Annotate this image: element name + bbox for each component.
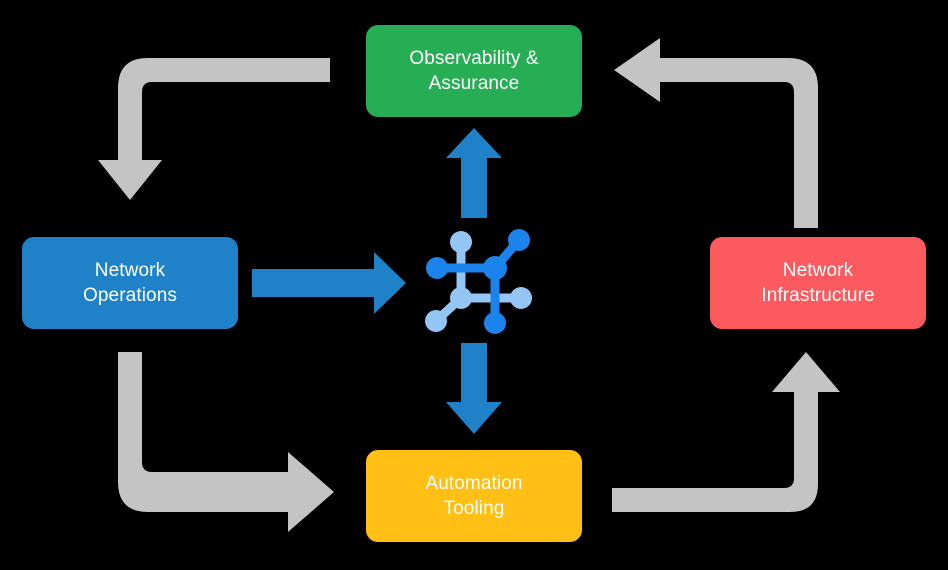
network-graph-icon xyxy=(420,222,532,338)
node-box-network-infrastructure[interactable]: Network Infrastructure xyxy=(710,237,926,329)
arrow-observability-to-operations xyxy=(98,58,330,200)
arrow-operations-to-automation xyxy=(118,352,334,532)
arrow-center-to-observability xyxy=(446,128,502,218)
arrow-center-to-automation xyxy=(446,343,502,434)
node-box-automation-tooling[interactable]: Automation Tooling xyxy=(366,450,582,542)
arrow-infrastructure-to-observability xyxy=(614,38,818,228)
network-icon-light-nodes xyxy=(425,231,532,332)
network-icon-dark-nodes xyxy=(426,229,530,334)
arrow-automation-to-infrastructure xyxy=(612,352,840,512)
node-box-observability[interactable]: Observability & Assurance xyxy=(366,25,582,117)
arrow-operations-to-center xyxy=(252,252,406,314)
node-box-network-operations[interactable]: Network Operations xyxy=(22,237,238,329)
